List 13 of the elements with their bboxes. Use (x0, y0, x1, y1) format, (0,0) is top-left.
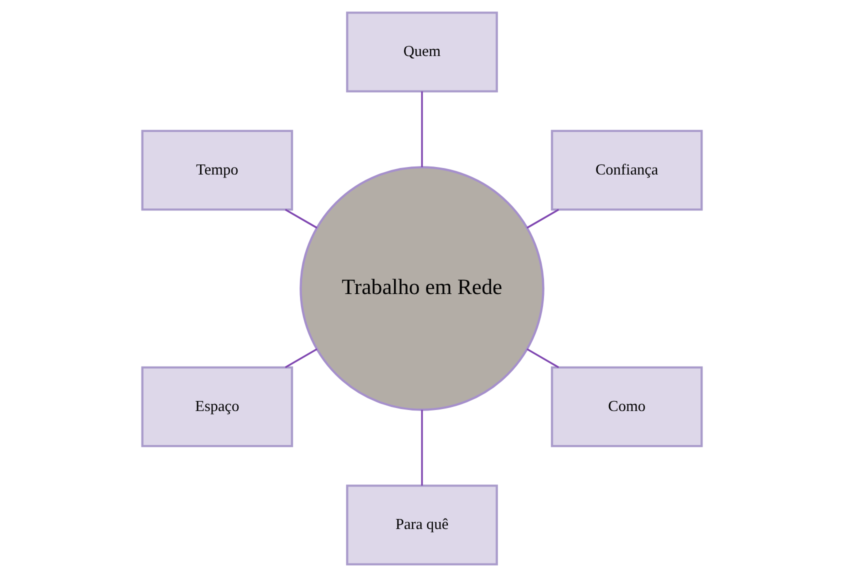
connector (284, 348, 318, 368)
connector (284, 208, 318, 229)
node-box: Tempo (141, 130, 294, 211)
node-box: Quem (346, 12, 498, 92)
connector (526, 208, 560, 229)
node-box: Espaço (141, 366, 294, 448)
node-box: Como (550, 366, 703, 448)
connector (526, 348, 560, 368)
connector (421, 91, 423, 168)
connector (421, 410, 423, 486)
node-circle: Trabalho em Rede (300, 166, 544, 411)
node-box: Confiança (550, 130, 703, 211)
node-box: Para quê (346, 484, 498, 566)
